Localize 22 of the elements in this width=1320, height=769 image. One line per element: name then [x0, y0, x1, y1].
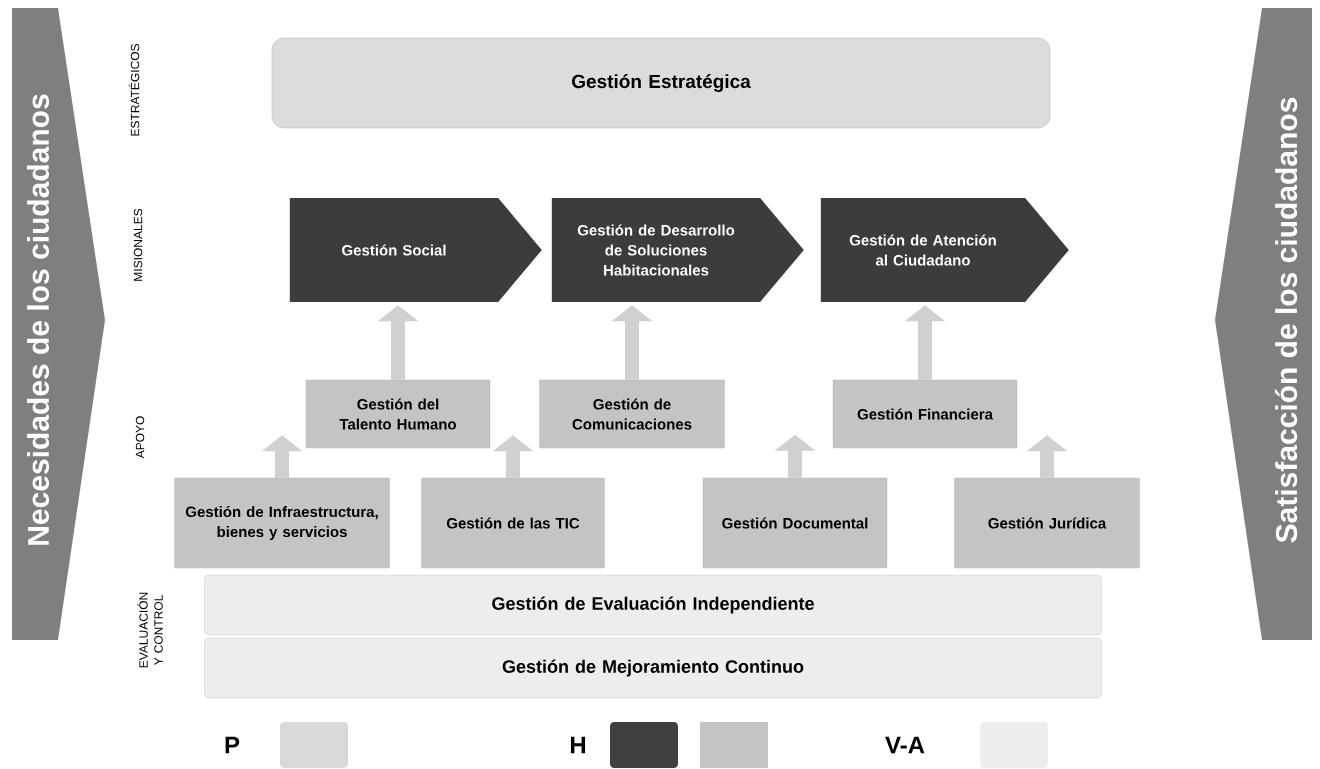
row-label: EVALUACIÓN Y CONTROL — [137, 592, 163, 668]
row-label: ESTRATÉGICOS — [128, 44, 140, 136]
row-label: MISIONALES — [133, 208, 143, 281]
arrow-band: Satisfacción de los ciudadanos — [1215, 8, 1312, 640]
legend-label: H — [570, 736, 586, 754]
process-box: Gestión de Infraestructura, bienes y servicios — [174, 477, 390, 569]
process-box: Gestión de las TIC — [421, 477, 605, 569]
chevron-box: Gestión de Desarrollo de Soluciones Habitacionales — [551, 198, 804, 302]
process-box: Gestión de Comunicaciones — [539, 379, 725, 449]
chevron-box: Gestión de Atención al Ciudadano — [820, 198, 1069, 302]
process-box: Gestión Estratégica — [271, 37, 1051, 129]
process-box: Gestión Financiera — [832, 379, 1018, 449]
process-box: Gestión Jurídica — [954, 477, 1140, 569]
chevron-box: Gestión Social — [289, 198, 542, 302]
row-label: APOYO — [135, 416, 145, 459]
legend-label: V-A — [885, 736, 925, 754]
process-bar: Gestión de Evaluación Independiente — [204, 574, 1102, 636]
process-box: Gestión Documental — [702, 477, 888, 569]
legend-label: P — [225, 736, 240, 754]
process-box: Gestión del Talento Humano — [305, 379, 491, 449]
process-bar: Gestión de Mejoramiento Continuo — [204, 637, 1102, 699]
arrow-band: Necesidades de los ciudadanos — [12, 8, 105, 640]
